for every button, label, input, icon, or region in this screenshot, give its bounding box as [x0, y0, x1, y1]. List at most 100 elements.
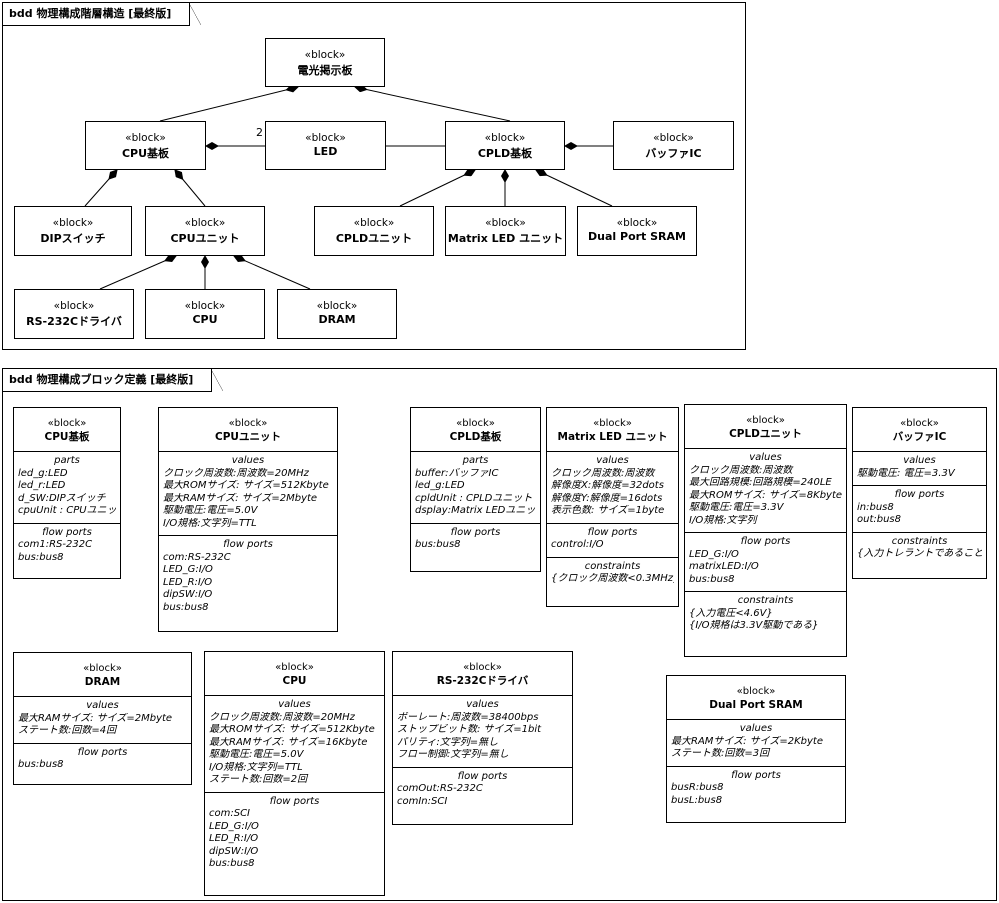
block-header: «block»CPUユニット	[159, 408, 337, 452]
compartment-line: ステート数:回数=4回	[18, 725, 117, 736]
compartment-line: パリティ:文字列=無し	[397, 736, 499, 748]
block-cpu[interactable]: «block» CPU	[145, 289, 265, 339]
compartment-line: 表示色数: サイズ=1byte	[551, 505, 665, 516]
compartment-title: constraints	[584, 560, 641, 572]
block-header: «block»CPLDユニット	[685, 405, 846, 449]
compartment-line: 最大RAMサイズ: サイズ=2Mbyte	[163, 492, 318, 504]
stereotype: «block»	[485, 217, 526, 229]
block-name: CPU	[192, 313, 218, 326]
compartment-line: ストップビット数: サイズ=1bit	[397, 724, 542, 735]
compartment-line: ステート数:回数=3回	[671, 748, 770, 759]
compartment-line: led_g:LED	[415, 480, 465, 491]
block-name: RS-232Cドライバ	[26, 315, 122, 328]
compartment-line: matrixLED:I/O	[689, 561, 759, 572]
compartment-line: dipSW:I/O	[209, 845, 259, 857]
compartment-line: led_r:LED	[18, 480, 66, 491]
block-name: バッファIC	[892, 430, 947, 443]
compartment-title: flow ports	[450, 526, 501, 538]
block-cpld-unit[interactable]: «block» CPLDユニット	[314, 206, 434, 256]
compartment-line: busL:bus8	[671, 794, 723, 806]
block-name: CPU	[282, 674, 307, 687]
compartment-line: I/O規格:文字列	[689, 514, 757, 526]
block-name: DIPスイッチ	[40, 232, 106, 245]
compartment-line: cpuUnit : CPUユニット	[18, 505, 116, 516]
compartment-line: I/O規格:文字列=TTL	[163, 517, 257, 529]
block-name: DRAM	[84, 675, 121, 688]
stereotype: «block»	[653, 132, 694, 144]
compartment-line: bus:bus8	[163, 601, 209, 613]
stereotype: «block»	[305, 132, 346, 144]
block-header: «block»DRAM	[14, 653, 191, 697]
block-header: «block»CPU基板	[14, 408, 120, 452]
block-dual-port-sram[interactable]: «block» Dual Port SRAM	[577, 206, 697, 256]
stereotype: «block»	[83, 663, 122, 674]
stereotype: «block»	[184, 217, 226, 229]
block-cpu-unit[interactable]: «block» CPUユニット	[145, 206, 265, 256]
block-name: バッファIC	[645, 147, 702, 160]
block-root[interactable]: «block» 電光掲示板	[265, 38, 385, 87]
stereotype: «block»	[463, 662, 502, 673]
compartment-title: constraints	[891, 535, 948, 547]
compartment-title: flow ports	[731, 769, 781, 781]
stereotype: «block»	[125, 132, 166, 144]
compartment-line: 最大ROMサイズ: サイズ=8Kbyte	[689, 489, 842, 501]
compartment-title: flow ports	[894, 489, 945, 500]
stereotype: «block»	[53, 300, 95, 312]
compartment-title: flow ports	[269, 795, 320, 807]
compartment-line: bus:bus8	[18, 759, 64, 770]
stereotype: «block»	[484, 132, 526, 144]
stereotype: «block»	[184, 300, 226, 312]
compartment-title: parts	[462, 455, 489, 466]
compartment-line: buffer:バッファIC	[415, 467, 499, 479]
block-name: CPLDユニット	[729, 427, 802, 440]
compartment-line: クロック周波数:周波数	[689, 464, 793, 476]
block-led[interactable]: «block» LED	[265, 121, 386, 170]
block-cpld-board[interactable]: «block» CPLD基板	[445, 121, 565, 170]
block-cpu-board[interactable]: «block» CPU基板	[85, 121, 206, 170]
compartment-line: 駆動電圧:電圧=5.0V	[209, 749, 304, 760]
block-matrix-led-unit[interactable]: «block» Matrix LED ユニット	[445, 206, 566, 256]
block-name: CPLDユニット	[335, 232, 413, 245]
compartment-title: parts	[54, 455, 80, 466]
block-name: RS-232Cドライバ	[436, 674, 529, 687]
compartment-line: {クロック周波数<0.3MHz}	[551, 573, 674, 584]
compartment-title: flow ports	[587, 526, 638, 538]
block-name: 電光掲示板	[297, 64, 353, 77]
compartment-line: {I/O規格は3.3V駆動である}	[689, 620, 819, 631]
block-header: «block»CPLD基板	[411, 408, 540, 452]
block-dip-switch[interactable]: «block» DIPスイッチ	[14, 206, 132, 256]
block-rs232c-driver[interactable]: «block» RS-232Cドライバ	[14, 289, 134, 339]
compartment-title: flow ports	[457, 770, 508, 782]
compartment-line: クロック周波数:周波数=20MHz	[163, 467, 309, 479]
compartment-title: values	[86, 700, 119, 711]
compartment-line: led_g:LED	[18, 467, 68, 479]
compartment-line: com:SCI	[209, 808, 251, 819]
block-name: CPLD基板	[477, 147, 533, 160]
compartment-title: values	[903, 455, 936, 466]
block-dram[interactable]: «block» DRAM	[277, 289, 397, 339]
compartment-title: values	[739, 723, 773, 734]
block-buffer-ic[interactable]: «block» バッファIC	[613, 121, 734, 170]
compartment-title: values	[231, 455, 265, 466]
